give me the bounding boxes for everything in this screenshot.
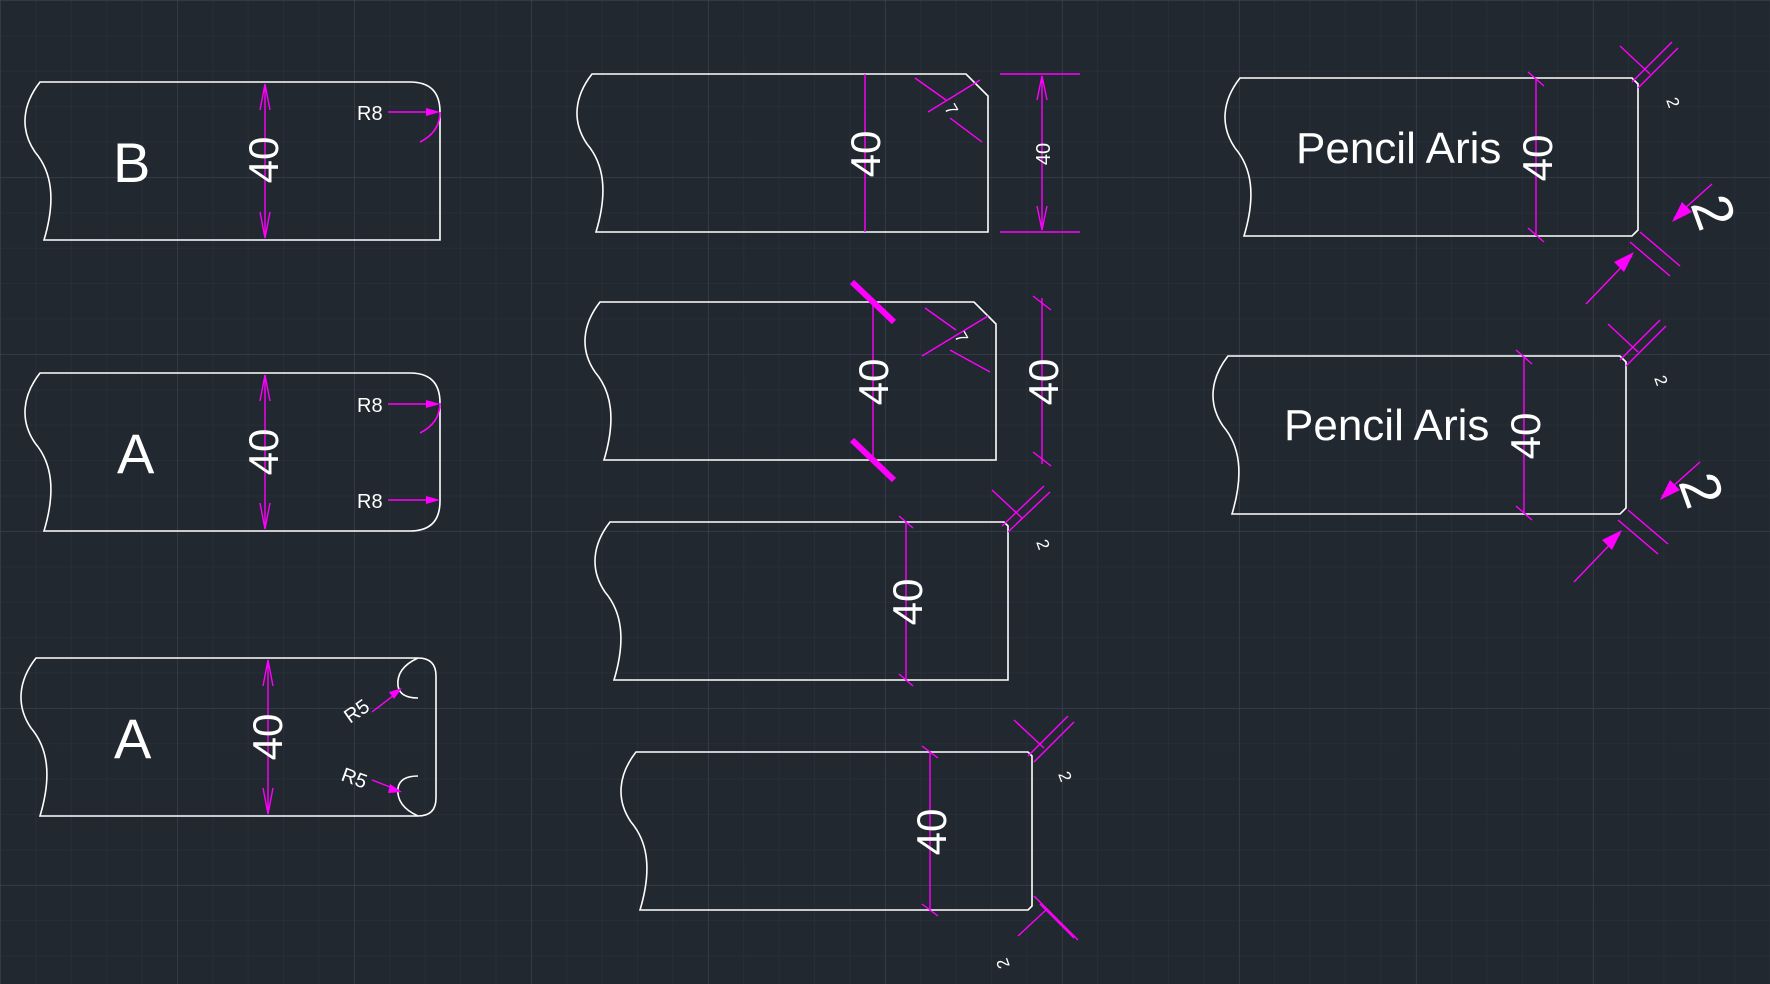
arris-label-top: 2: [1054, 769, 1075, 784]
edge-outline: [576, 73, 989, 233]
edge-outline: [24, 372, 441, 532]
arris-label-small: 2: [1650, 373, 1671, 388]
profile-middle-2[interactable]: 40 7 40: [584, 279, 1067, 483]
radius-label-top: R5: [340, 695, 374, 728]
profile-right-2[interactable]: Pencil Aris 40 2 2: [1212, 319, 1737, 583]
profile-label: A: [117, 422, 155, 485]
edge-outline: [1212, 355, 1627, 515]
radius-label-bottom: R5: [338, 764, 370, 793]
edge-outline: [620, 751, 1033, 911]
profile-left-3[interactable]: A 40 R5 R5: [20, 657, 437, 817]
chamfer-label: 7: [951, 329, 972, 347]
edge-outline: [584, 301, 997, 461]
profile-label: Pencil Aris: [1296, 124, 1501, 173]
height-dimension-text: 40: [240, 137, 287, 184]
edge-outline: [594, 521, 1009, 681]
radius-label: R8: [357, 103, 383, 125]
arris-label: 2: [1032, 537, 1053, 552]
profile-right-1[interactable]: Pencil Aris 40 2 2: [1224, 41, 1749, 305]
profile-left-2[interactable]: A 40 R8 R8: [24, 372, 441, 532]
profile-middle-4[interactable]: 40 2 2: [620, 715, 1079, 971]
profile-label: Pencil Aris: [1284, 401, 1489, 450]
radius-label-top: R8: [357, 395, 383, 417]
height-dimension-text: 40: [908, 809, 955, 856]
height-dimension-text: 40: [884, 579, 931, 626]
radius-arc: [419, 111, 441, 143]
edge-outline: [20, 657, 437, 817]
height-dimension-text: 40: [244, 714, 291, 761]
chamfer-label: 7: [941, 101, 962, 119]
arris-label-large: 2: [1667, 465, 1737, 516]
radius-label-bottom: R8: [357, 491, 383, 513]
edge-outline: [1224, 77, 1639, 237]
arris-label-large: 2: [1679, 187, 1749, 238]
profile-label: A: [114, 707, 152, 770]
profile-label: B: [113, 131, 150, 194]
profile-left-1[interactable]: B 40 R8: [24, 81, 441, 241]
overall-height-text: 40: [1020, 359, 1067, 406]
profile-middle-3[interactable]: 40 2: [594, 485, 1053, 687]
height-dimension-text: 40: [240, 429, 287, 476]
arris-label-bottom: 2: [993, 956, 1014, 971]
edge-outline: [24, 81, 441, 241]
arris-label-small: 2: [1662, 95, 1683, 110]
height-dimension-text: 40: [842, 131, 889, 178]
height-dimension-text: 40: [850, 359, 897, 406]
height-dimension-text: 40: [1502, 413, 1549, 460]
overall-height-text: 40: [1033, 143, 1055, 165]
height-dimension-text: 40: [1514, 135, 1561, 182]
profile-middle-1[interactable]: 40 7 40: [576, 73, 1080, 233]
